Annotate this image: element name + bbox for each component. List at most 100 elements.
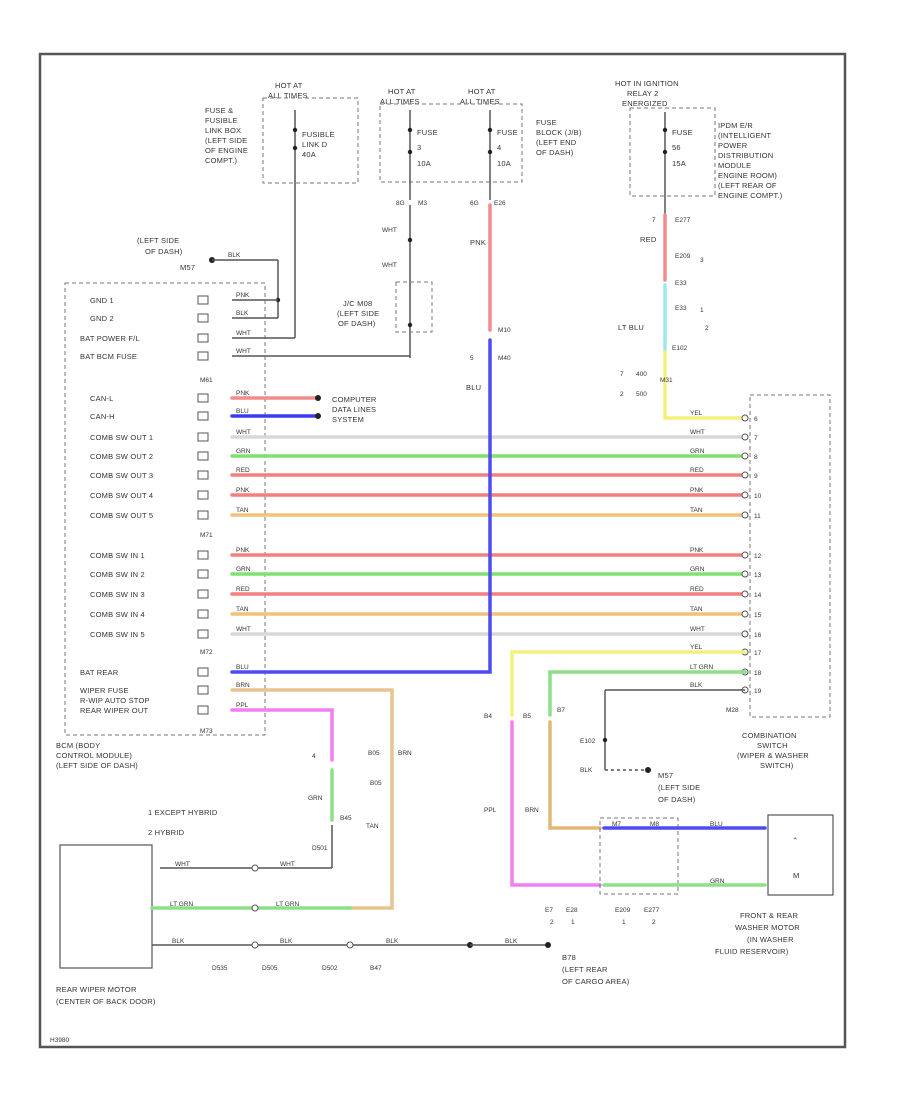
comb-switch-wire-label-8: GRN xyxy=(690,566,705,573)
bcm-pin-12 xyxy=(197,550,209,560)
comb-switch-wire-label-6: TAN xyxy=(690,507,703,514)
bcm-pin-11 xyxy=(197,510,209,520)
comb-switch-wire-label-10: TAN xyxy=(690,606,703,613)
computer-data-label-1: COMPUTER xyxy=(332,395,377,404)
mid-b45: B45 xyxy=(340,815,352,822)
bcm-wire-label-5: PNK xyxy=(236,390,250,397)
rear-wiper-title-1: REAR WIPER MOTOR xyxy=(56,985,137,994)
washer-motor: M7 M8 BLU GRN ⌃ M FRONT & REAR WASHER MO… xyxy=(545,814,834,956)
bcm-wire-label-11: TAN xyxy=(236,507,249,514)
rear-conn-d535: D535 xyxy=(212,965,228,972)
bcm-pin-19 xyxy=(197,705,209,715)
fuse-block-label-3: (LEFT END xyxy=(536,138,577,147)
bcm-wire-label-9: RED xyxy=(236,467,250,474)
ground-top-label-2: OF DASH) xyxy=(145,247,183,256)
hot-in-ignition-label-1: HOT IN IGNITION xyxy=(615,79,679,88)
bcm-wire-label-12: PNK xyxy=(236,547,250,554)
pin-m31-7: 7 xyxy=(620,371,624,378)
bcm-label-14: COMB SW IN 3 xyxy=(90,590,145,599)
bcm-pin-10 xyxy=(197,490,209,500)
note-1: 1 EXCEPT HYBRID xyxy=(148,808,218,817)
bcm-pin-17 xyxy=(197,667,209,677)
computer-data-label-3: SYSTEM xyxy=(332,415,364,424)
computer-data-lines: COMPUTER DATA LINES SYSTEM xyxy=(230,395,377,424)
comb-switch-pin-number-13: 18 xyxy=(754,670,762,677)
rear-conn-d502: D502 xyxy=(322,965,338,972)
combination-switch: YEL6WHT7GRN8RED9PNK10TAN11PNK12GRN13RED1… xyxy=(484,394,831,887)
washer-pin-m7: M7 xyxy=(612,821,621,828)
comb-switch-title-3: (WIPER & WASHER xyxy=(737,751,809,760)
ipdm-label-4: DISTRIBUTION xyxy=(718,151,773,160)
comb-switch-pin-number-2: 7 xyxy=(754,435,758,442)
ground-mid-label-2: (LEFT SIDE xyxy=(658,783,700,792)
fuse-fusible-label-5: OF ENGINE xyxy=(205,146,248,155)
fuse-block-box xyxy=(379,103,523,183)
jc-label-3: OF DASH) xyxy=(338,319,376,328)
combination-switch-pins: YEL6WHT7GRN8RED9PNK10TAN11PNK12GRN13RED1… xyxy=(690,410,762,695)
comb-switch-pin-number-12: 17 xyxy=(754,650,762,657)
rear-wiper-blk-label-3: BLK xyxy=(386,938,399,945)
pin-m31-400: 400 xyxy=(636,371,647,378)
fuse-c-label-3: 15A xyxy=(672,159,686,168)
comb-switch-pin-number-5: 10 xyxy=(754,493,762,500)
diagram-frame xyxy=(38,52,847,1049)
bcm-label-20: REAR WIPER OUT xyxy=(80,706,148,715)
rear-wiper-feed: 4 GRN B45 D501 B05 BRN B05 TAN 1 EXCEPT … xyxy=(148,688,412,910)
bcm-label-5: CAN-L xyxy=(90,394,114,403)
comb-switch-wire-label-13: LT GRN xyxy=(690,664,714,671)
bcm-label-1: GND 1 xyxy=(90,296,114,305)
junction-connector: WHT WHT J/C M08 (LEFT SIDE OF DASH) xyxy=(337,205,433,358)
comb-switch-wire-label-1: YEL xyxy=(690,410,703,417)
comb-switch-title-2: SWITCH xyxy=(757,741,788,750)
bcm-connector-m73: M73 xyxy=(200,728,213,735)
ground-bottom-label-1: B78 xyxy=(562,953,576,962)
mid-pin-4: 4 xyxy=(312,753,316,760)
computer-data-label-2: DATA LINES xyxy=(332,405,376,414)
lt-blu-label: LT BLU xyxy=(618,323,644,332)
conn-m40: M40 xyxy=(498,355,511,362)
rear-wiper-motor-box xyxy=(59,844,153,969)
bcm-title-2: CONTROL MODULE) xyxy=(56,751,132,760)
fuse-fusible-label-1: FUSE & xyxy=(205,106,233,115)
comb-switch-wire-label-4: RED xyxy=(690,467,704,474)
washer-pin-m8: M8 xyxy=(650,821,659,828)
washer-title-3: (IN WASHER xyxy=(747,935,794,944)
bcm-pin-13 xyxy=(197,569,209,579)
connector-e100-pin: 3 xyxy=(700,257,704,264)
bcm-title-1: BCM (BODY xyxy=(56,741,100,750)
mid-conn-b4: B4 xyxy=(484,713,492,720)
comb-switch-pin-number-9: 14 xyxy=(754,592,762,599)
bcm-label-15: COMB SW IN 4 xyxy=(90,610,145,619)
hot-in-ignition-label-2: RELAY 2 xyxy=(627,89,659,98)
comb-switch-pin-5 xyxy=(741,491,749,499)
comb-switch-pin-8 xyxy=(741,570,749,578)
connector-e33-pin1: 1 xyxy=(700,307,704,314)
bat-rear-wiper-wire: PNK M10 5 M40 BLU xyxy=(230,203,511,674)
ipdm-label-8: ENGINE COMPT.) xyxy=(718,191,783,200)
bcm-pin-4 xyxy=(197,351,209,361)
fusible-link-label-3: 40A xyxy=(302,150,316,159)
bcm-wire-label-7: WHT xyxy=(236,429,251,436)
bcm-box xyxy=(64,282,266,736)
mid-b05: B05 xyxy=(368,750,380,757)
bcm-label-11: COMB SW OUT 5 xyxy=(90,511,153,520)
jc-wht-label-1: WHT xyxy=(382,227,397,234)
bcm-label-6: CAN-H xyxy=(90,412,115,421)
comb-switch-wire-label-5: PNK xyxy=(690,487,704,494)
washer-motor-symbol: ⌃ xyxy=(792,836,798,845)
hot-at-all-times-label-2: HOT AT xyxy=(388,87,416,96)
rear-conn-b47: B47 xyxy=(370,965,382,972)
comb-switch-pin-4 xyxy=(741,471,749,479)
comb-switch-pin-number-3: 8 xyxy=(754,454,758,461)
washer-conn-pin-1: 2 xyxy=(550,919,554,926)
bcm-pin-5 xyxy=(197,393,209,403)
jc-label-2: (LEFT SIDE xyxy=(337,309,379,318)
rear-wiper-title-2: (CENTER OF BACK DOOR) xyxy=(56,997,156,1006)
ignition-red-label: RED xyxy=(640,235,657,244)
comb-switch-connector: M28 xyxy=(726,707,739,714)
mid-ppl-label: PPL xyxy=(484,807,497,814)
bcm-pin-14 xyxy=(197,589,209,599)
bcm-label-17: BAT REAR xyxy=(80,668,119,677)
washer-blu-label: BLU xyxy=(710,821,723,828)
